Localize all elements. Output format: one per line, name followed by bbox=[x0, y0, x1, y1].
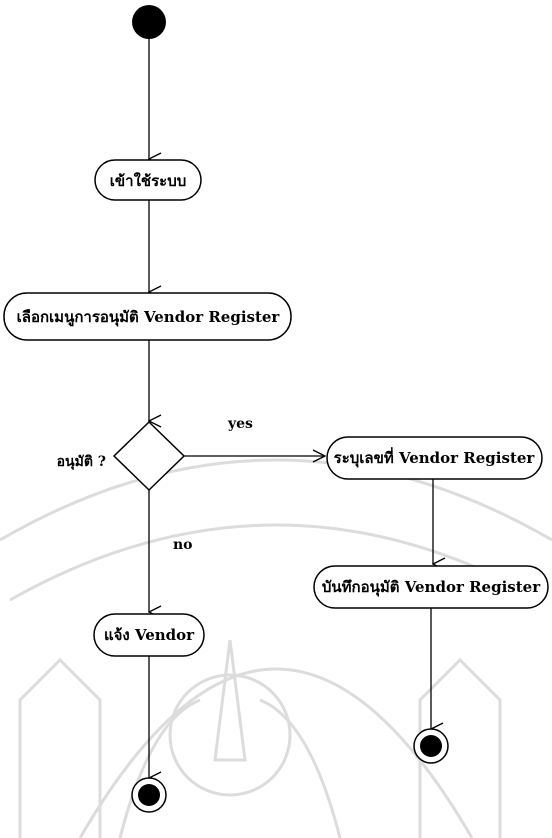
action-select-menu: เลือกเมนูการอนุมัติ Vendor Register bbox=[3, 292, 292, 341]
action-notify-vendor: แจ้ง Vendor bbox=[93, 613, 205, 657]
initial-node bbox=[132, 5, 166, 39]
action-save-approval-label: บันทึกอนุมัติ Vendor Register bbox=[322, 578, 541, 597]
final-node-rejected bbox=[131, 777, 167, 813]
action-save-approval: บันทึกอนุมัติ Vendor Register bbox=[313, 565, 549, 609]
action-login-label: เข้าใช้ระบบ bbox=[110, 172, 186, 190]
action-specify-number-label: ระบุเลขที่ Vendor Register bbox=[334, 447, 536, 468]
edge-no-label: no bbox=[173, 537, 193, 553]
action-specify-number: ระบุเลขที่ Vendor Register bbox=[326, 436, 543, 480]
final-node-approved bbox=[413, 728, 449, 764]
decision-node bbox=[112, 420, 186, 492]
action-select-menu-label: เลือกเมนูการอนุมัติ Vendor Register bbox=[17, 308, 281, 327]
action-notify-vendor-label: แจ้ง Vendor bbox=[104, 626, 195, 644]
edge-yes-label: yes bbox=[227, 416, 253, 432]
action-login: เข้าใช้ระบบ bbox=[94, 159, 202, 201]
decision-label: อนุมัติ ? bbox=[57, 454, 106, 470]
